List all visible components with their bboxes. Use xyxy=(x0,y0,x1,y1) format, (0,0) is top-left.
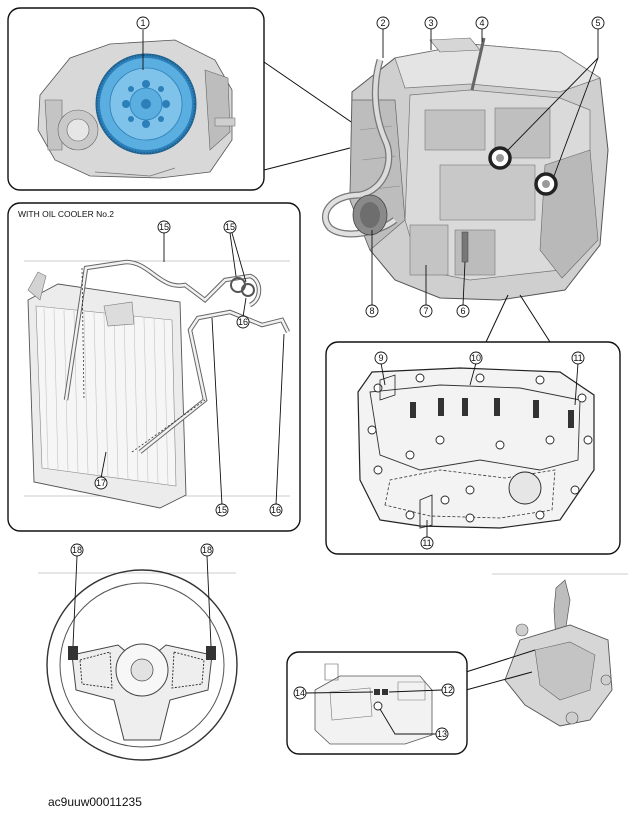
callout-8: 8 xyxy=(365,304,379,318)
svg-text:16: 16 xyxy=(238,317,248,327)
callout-11-bottom: 11 xyxy=(420,536,434,550)
svg-text:2: 2 xyxy=(380,18,385,28)
svg-text:1: 1 xyxy=(140,18,145,28)
oil-cooler-panel: WITH OIL COOLER No.2 xyxy=(7,202,301,532)
callout-5: 5 xyxy=(591,16,605,30)
callout-18-right: 18 xyxy=(200,543,214,557)
figure-id: ac9uuw00011235 xyxy=(48,795,142,809)
svg-text:16: 16 xyxy=(271,505,281,515)
svg-text:7: 7 xyxy=(423,306,428,316)
svg-text:11: 11 xyxy=(422,538,431,548)
svg-text:14: 14 xyxy=(295,688,305,698)
svg-text:5: 5 xyxy=(595,18,600,28)
radiator xyxy=(27,271,187,509)
svg-text:9: 9 xyxy=(378,353,383,363)
svg-text:18: 18 xyxy=(72,545,82,555)
svg-text:13: 13 xyxy=(437,729,447,739)
callout-3: 3 xyxy=(424,16,438,30)
callout-18-left: 18 xyxy=(70,543,84,557)
svg-text:18: 18 xyxy=(202,545,212,555)
svg-text:4: 4 xyxy=(479,18,484,28)
shift-lever-assembly xyxy=(492,573,628,727)
callout-1: 1 xyxy=(136,16,150,30)
oil-cooler-caption: WITH OIL COOLER No.2 xyxy=(18,209,114,219)
callout-12: 12 xyxy=(441,683,455,697)
shift-switch-unit xyxy=(314,663,433,745)
callout-4: 4 xyxy=(475,16,489,30)
callout-7: 7 xyxy=(419,304,433,318)
callout-17: 17 xyxy=(94,476,108,490)
shift-switch-panel: 14 12 13 xyxy=(286,651,468,755)
flywheel xyxy=(95,53,197,155)
callout-11-top: 11 xyxy=(571,351,585,365)
svg-text:6: 6 xyxy=(460,306,465,316)
svg-text:3: 3 xyxy=(428,18,433,28)
control-valve-body xyxy=(357,367,595,529)
svg-text:15: 15 xyxy=(217,505,227,515)
flywheel-panel: 1 xyxy=(7,7,265,191)
callout-16-upper: 16 xyxy=(236,315,250,329)
steering-wheel: 18 18 xyxy=(38,543,238,761)
svg-text:12: 12 xyxy=(443,685,453,695)
callout-15-bottom: 15 xyxy=(215,503,229,517)
svg-text:15: 15 xyxy=(225,222,235,232)
svg-text:8: 8 xyxy=(369,306,374,316)
callout-15-right: 15 xyxy=(223,220,237,234)
transmission-assembly xyxy=(321,37,609,301)
callout-10: 10 xyxy=(469,351,483,365)
callout-16-bottom: 16 xyxy=(269,503,283,517)
control-valve-panel: 9 10 11 11 xyxy=(325,341,621,555)
callout-6: 6 xyxy=(456,304,470,318)
callout-15-top: 15 xyxy=(157,220,171,234)
svg-text:11: 11 xyxy=(573,353,582,363)
callout-14: 14 xyxy=(293,686,307,700)
svg-text:17: 17 xyxy=(96,478,106,488)
callout-9: 9 xyxy=(374,351,388,365)
callout-2: 2 xyxy=(376,16,390,30)
svg-text:10: 10 xyxy=(471,353,481,363)
svg-text:15: 15 xyxy=(159,222,169,232)
callout-13: 13 xyxy=(435,727,449,741)
